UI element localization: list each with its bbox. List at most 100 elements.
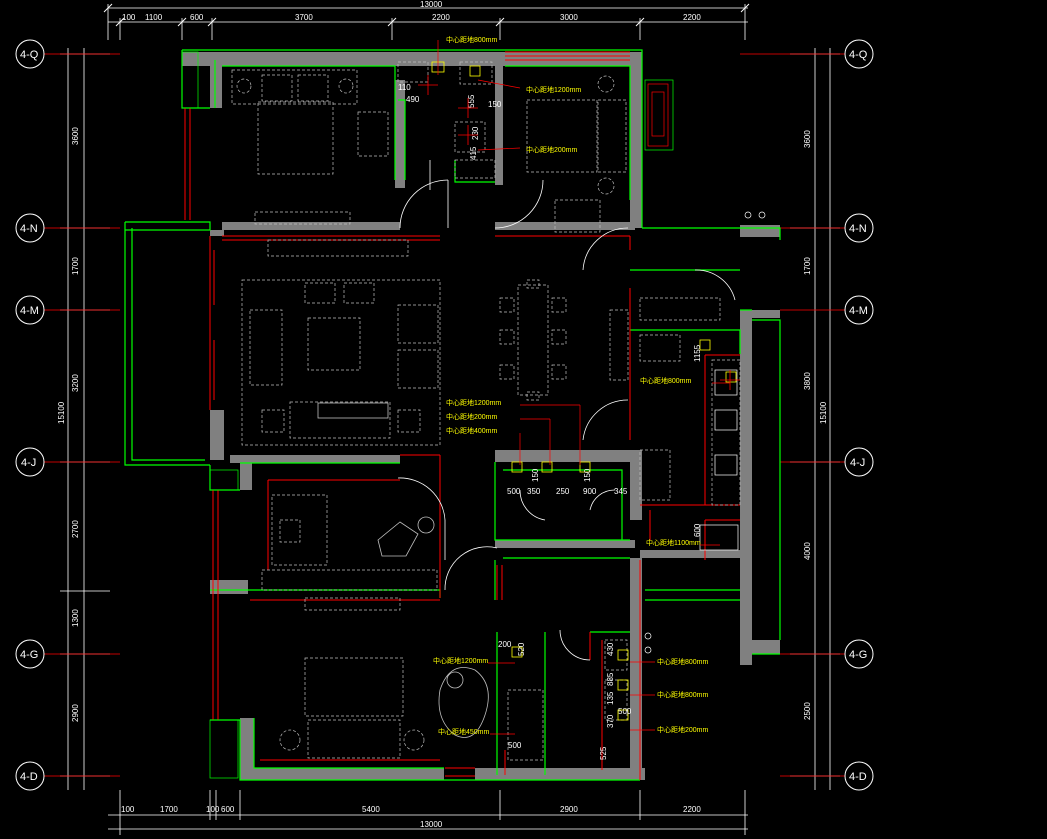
kitchen-counter — [711, 359, 741, 506]
axis-label: 4-Q — [849, 49, 868, 61]
annotation: 中心距地1200mm — [526, 85, 581, 94]
small-dim: 500 — [507, 487, 521, 496]
annotation: 中心距地1100mm — [646, 538, 701, 547]
left-dim: 3200 — [71, 374, 80, 392]
axis-label: 4-J — [21, 457, 36, 469]
left-dimension-chain — [60, 48, 110, 790]
small-dim: 525 — [599, 746, 608, 760]
bottom-dimension-chain — [108, 790, 748, 835]
axis-grid-lines — [44, 53, 845, 777]
annotation: 中心距地800mm — [657, 657, 709, 666]
small-dim: 1155 — [693, 344, 702, 362]
top-dim: 2200 — [683, 13, 701, 22]
small-dim: 230 — [471, 126, 480, 140]
axis-bubble — [844, 213, 874, 243]
right-dim: 2500 — [803, 702, 812, 720]
annotation: 中心距地400mm — [446, 426, 498, 435]
axis-bubble — [15, 39, 45, 69]
structural-walls — [182, 52, 780, 780]
axis-bubble — [15, 639, 45, 669]
left-dim: 1300 — [71, 609, 80, 627]
small-dim: 500 — [508, 741, 522, 750]
bottom-dim: 5400 — [362, 805, 380, 814]
top-total-dim: 13000 — [420, 0, 443, 9]
small-dim: 150 — [531, 468, 540, 482]
small-dim: 600 — [693, 523, 702, 537]
right-dim: 1700 — [803, 257, 812, 275]
bottom-dim: 100 — [121, 805, 135, 814]
top-dimension-chain — [107, 4, 748, 40]
axis-label: 4-G — [20, 649, 38, 661]
small-dim: 110 — [398, 83, 411, 92]
annotation: 中心距地800mm — [446, 35, 498, 44]
bottom-dim: 1700 — [160, 805, 178, 814]
axis-bubble — [15, 447, 45, 477]
small-dim: 250 — [556, 487, 570, 496]
top-dim: 2200 — [432, 13, 450, 22]
small-dim: 520 — [517, 642, 526, 656]
right-dimension-chain — [790, 48, 840, 790]
furniture-accents — [317, 402, 489, 738]
bottom-dim: 600 — [221, 805, 235, 814]
center-marks — [418, 75, 740, 390]
small-dim: 135 — [606, 691, 615, 705]
bed — [257, 101, 334, 175]
axis-bubble — [15, 213, 45, 243]
axis-label: 4-N — [20, 223, 38, 235]
left-dim: 2900 — [71, 704, 80, 722]
living-room-rug — [241, 279, 441, 446]
wall-outlines — [124, 49, 781, 781]
small-dim: 350 — [527, 487, 541, 496]
small-dim: 900 — [583, 487, 597, 496]
axis-bubble — [844, 39, 874, 69]
small-dim: 430 — [606, 642, 615, 656]
small-dim: 200 — [498, 640, 512, 649]
axis-bubble — [844, 295, 874, 325]
annotation: 中心距地450mm — [438, 727, 490, 736]
small-dim: 370 — [606, 714, 615, 728]
bed — [526, 99, 598, 173]
top-dim: 1100 — [145, 13, 163, 22]
annotation-leaders — [437, 40, 730, 735]
annotation: 中心距地1200mm — [433, 656, 488, 665]
annotation: 中心距地200mm — [446, 412, 498, 421]
axis-bubble — [844, 761, 874, 791]
right-dim: 4000 — [803, 542, 812, 560]
furniture-layout — [231, 61, 741, 761]
annotation: 中心距地200mm — [657, 725, 709, 734]
axis-label: 4-M — [849, 305, 868, 317]
window-and-door-lines — [184, 51, 740, 780]
outlet-markers — [431, 61, 737, 721]
left-dim: 1700 — [71, 257, 80, 275]
small-dim: 555 — [467, 94, 476, 108]
axis-label: 4-M — [20, 305, 39, 317]
bottom-dim: 100 — [206, 805, 220, 814]
axis-bubble — [15, 295, 45, 325]
axis-label: 4-J — [850, 457, 865, 469]
right-total-dim: 15100 — [819, 401, 828, 424]
small-dim: 885 — [606, 672, 615, 686]
axis-label: 4-D — [20, 771, 38, 783]
small-dim: 500 — [618, 707, 632, 716]
right-dim: 3600 — [803, 130, 812, 148]
bed — [304, 657, 404, 717]
top-dim: 600 — [190, 13, 204, 22]
bottom-total-dim: 13000 — [420, 820, 443, 829]
right-dim: 3800 — [803, 372, 812, 390]
top-dim: 100 — [122, 13, 136, 22]
left-dim: 3600 — [71, 127, 80, 145]
axis-label: 4-N — [849, 223, 867, 235]
headboard — [231, 69, 358, 105]
axis-bubble — [844, 639, 874, 669]
small-dim: 415 — [469, 146, 478, 160]
door-swings — [397, 160, 736, 661]
small-dim: 150 — [583, 468, 592, 482]
annotation: 中心距地800mm — [640, 376, 692, 385]
sofa — [289, 401, 391, 439]
top-dim: 3700 — [295, 13, 313, 22]
small-dim: 490 — [406, 95, 420, 104]
small-dim: 345 — [614, 487, 628, 496]
annotation: 中心距地200mm — [526, 145, 578, 154]
axis-label: 4-D — [849, 771, 867, 783]
axis-bubble — [844, 447, 874, 477]
